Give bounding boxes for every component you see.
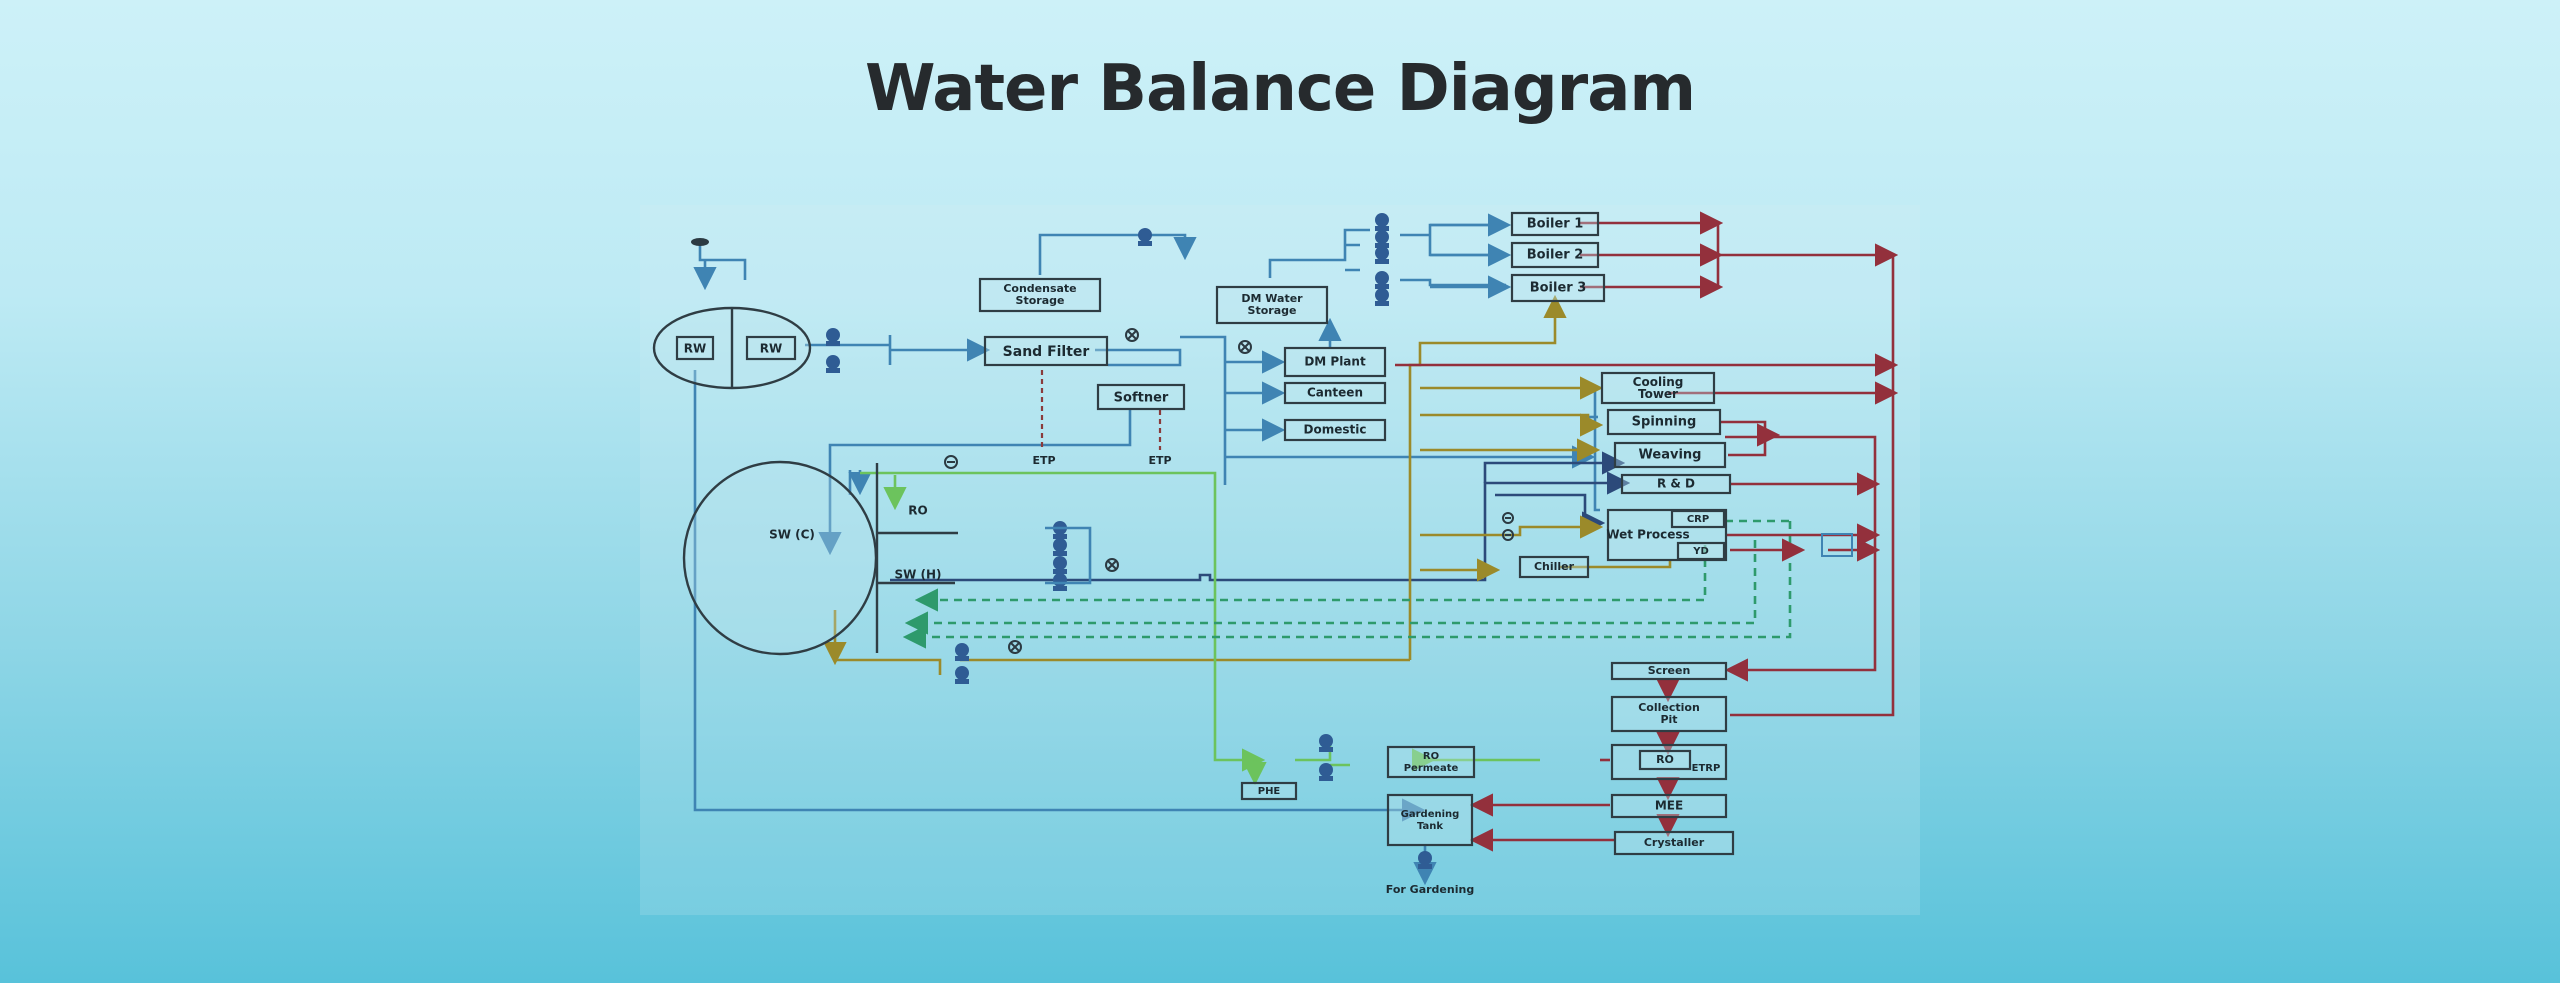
- dm-plant-label: DM Plant: [1304, 355, 1366, 369]
- pump-icon: [1418, 851, 1432, 869]
- phe-label: PHE: [1258, 786, 1281, 797]
- boiler-2-label: Boiler 2: [1527, 248, 1584, 263]
- page-title: Water Balance Diagram: [864, 52, 1696, 126]
- valve-icon: [1105, 558, 1119, 572]
- water-balance-diagram: RW RW SW (C) SW (H) RO CondensateStorage…: [640, 205, 1920, 915]
- pump-icon: [826, 355, 840, 373]
- crp-box: CRP: [1670, 509, 1726, 529]
- softner-box: Softner: [1096, 383, 1186, 411]
- flow-lines: [695, 211, 1899, 886]
- rw-right-label: RW: [760, 342, 782, 356]
- mee-box: MEE: [1610, 793, 1728, 819]
- boiler-1-box: Boiler 1: [1510, 211, 1600, 237]
- pump-icon: [1319, 734, 1333, 752]
- inlet-valve-icon: [691, 238, 709, 246]
- r-and-d-box: R & D: [1620, 473, 1732, 495]
- etp-1-label: ETP: [1032, 454, 1055, 467]
- spinning-box: Spinning: [1606, 408, 1722, 436]
- pump-icon: [955, 666, 969, 684]
- sand-filter-box: Sand Filter: [983, 335, 1109, 367]
- pump-icon: [1319, 763, 1333, 781]
- domestic-box: Domestic: [1283, 418, 1387, 442]
- soft-water-tank: SW (C) SW (H) RO: [682, 460, 958, 656]
- sw-h-label: SW (H): [894, 568, 941, 582]
- chiller-box: Chiller: [1518, 555, 1590, 579]
- valve-icon: [1502, 512, 1514, 524]
- valve-icon: [944, 455, 958, 469]
- softner-label: Softner: [1114, 391, 1169, 406]
- weaving-box: Weaving: [1613, 441, 1727, 469]
- valve-icon: [1502, 529, 1514, 541]
- boiler-3-box: Boiler 3: [1510, 273, 1606, 303]
- pump-icon: [1138, 228, 1152, 246]
- chiller-label: Chiller: [1534, 560, 1575, 573]
- pump-icon: [1375, 288, 1389, 306]
- sand-filter-label: Sand Filter: [1003, 344, 1090, 360]
- boiler-2-box: Boiler 2: [1510, 241, 1600, 269]
- crystaller-label: Crystaller: [1644, 836, 1705, 849]
- crystaller-box: Crystaller: [1613, 830, 1735, 856]
- canteen-box: Canteen: [1283, 381, 1387, 405]
- pump-icon: [1053, 556, 1067, 574]
- domestic-label: Domestic: [1304, 423, 1367, 437]
- sw-c-label: SW (C): [769, 528, 815, 542]
- screen-label: Screen: [1648, 664, 1691, 677]
- mee-label: MEE: [1655, 799, 1683, 813]
- spinning-label: Spinning: [1632, 415, 1697, 430]
- etp-2-label: ETP: [1148, 454, 1171, 467]
- pump-icon: [826, 328, 840, 346]
- yd-label: YD: [1692, 546, 1709, 557]
- valve-icon: [1238, 340, 1252, 354]
- wet-process-label: Wet Process: [1606, 528, 1689, 542]
- pump-icon: [1053, 538, 1067, 556]
- r-and-d-label: R & D: [1657, 477, 1695, 491]
- pump-icon: [1375, 271, 1389, 289]
- weaving-label: Weaving: [1639, 448, 1702, 463]
- for-gardening-label: For Gardening: [1386, 883, 1474, 896]
- pump-icon: [955, 643, 969, 661]
- boiler-1-label: Boiler 1: [1527, 217, 1584, 232]
- dm-plant-box: DM Plant: [1283, 346, 1387, 378]
- wet-process-tank: [1821, 533, 1853, 557]
- pump-icon: [1053, 521, 1067, 539]
- rw-left-label: RW: [684, 342, 706, 356]
- pump-icon: [1375, 213, 1389, 231]
- pump-icon: [1375, 230, 1389, 248]
- wet-process-box: Wet Process: [1606, 508, 1728, 562]
- ro-tank-label: RO: [908, 504, 927, 518]
- rw-right-box: RW: [745, 335, 797, 361]
- rw-left-box: RW: [675, 335, 715, 361]
- valve-icon: [1125, 328, 1139, 342]
- ro-unit-box: RO: [1638, 749, 1692, 771]
- ro-unit-label: RO: [1656, 753, 1674, 766]
- canteen-label: Canteen: [1307, 386, 1363, 400]
- raw-water-tank: RW RW: [652, 306, 812, 390]
- crp-label: CRP: [1687, 514, 1709, 525]
- valve-icon: [1008, 640, 1022, 654]
- screen-box: Screen: [1610, 661, 1728, 681]
- boiler-3-label: Boiler 3: [1530, 281, 1587, 296]
- pump-icon: [1375, 246, 1389, 264]
- phe-box: PHE: [1240, 781, 1298, 801]
- etrp-label: ETRP: [1692, 763, 1721, 774]
- yd-box: YD: [1676, 541, 1726, 561]
